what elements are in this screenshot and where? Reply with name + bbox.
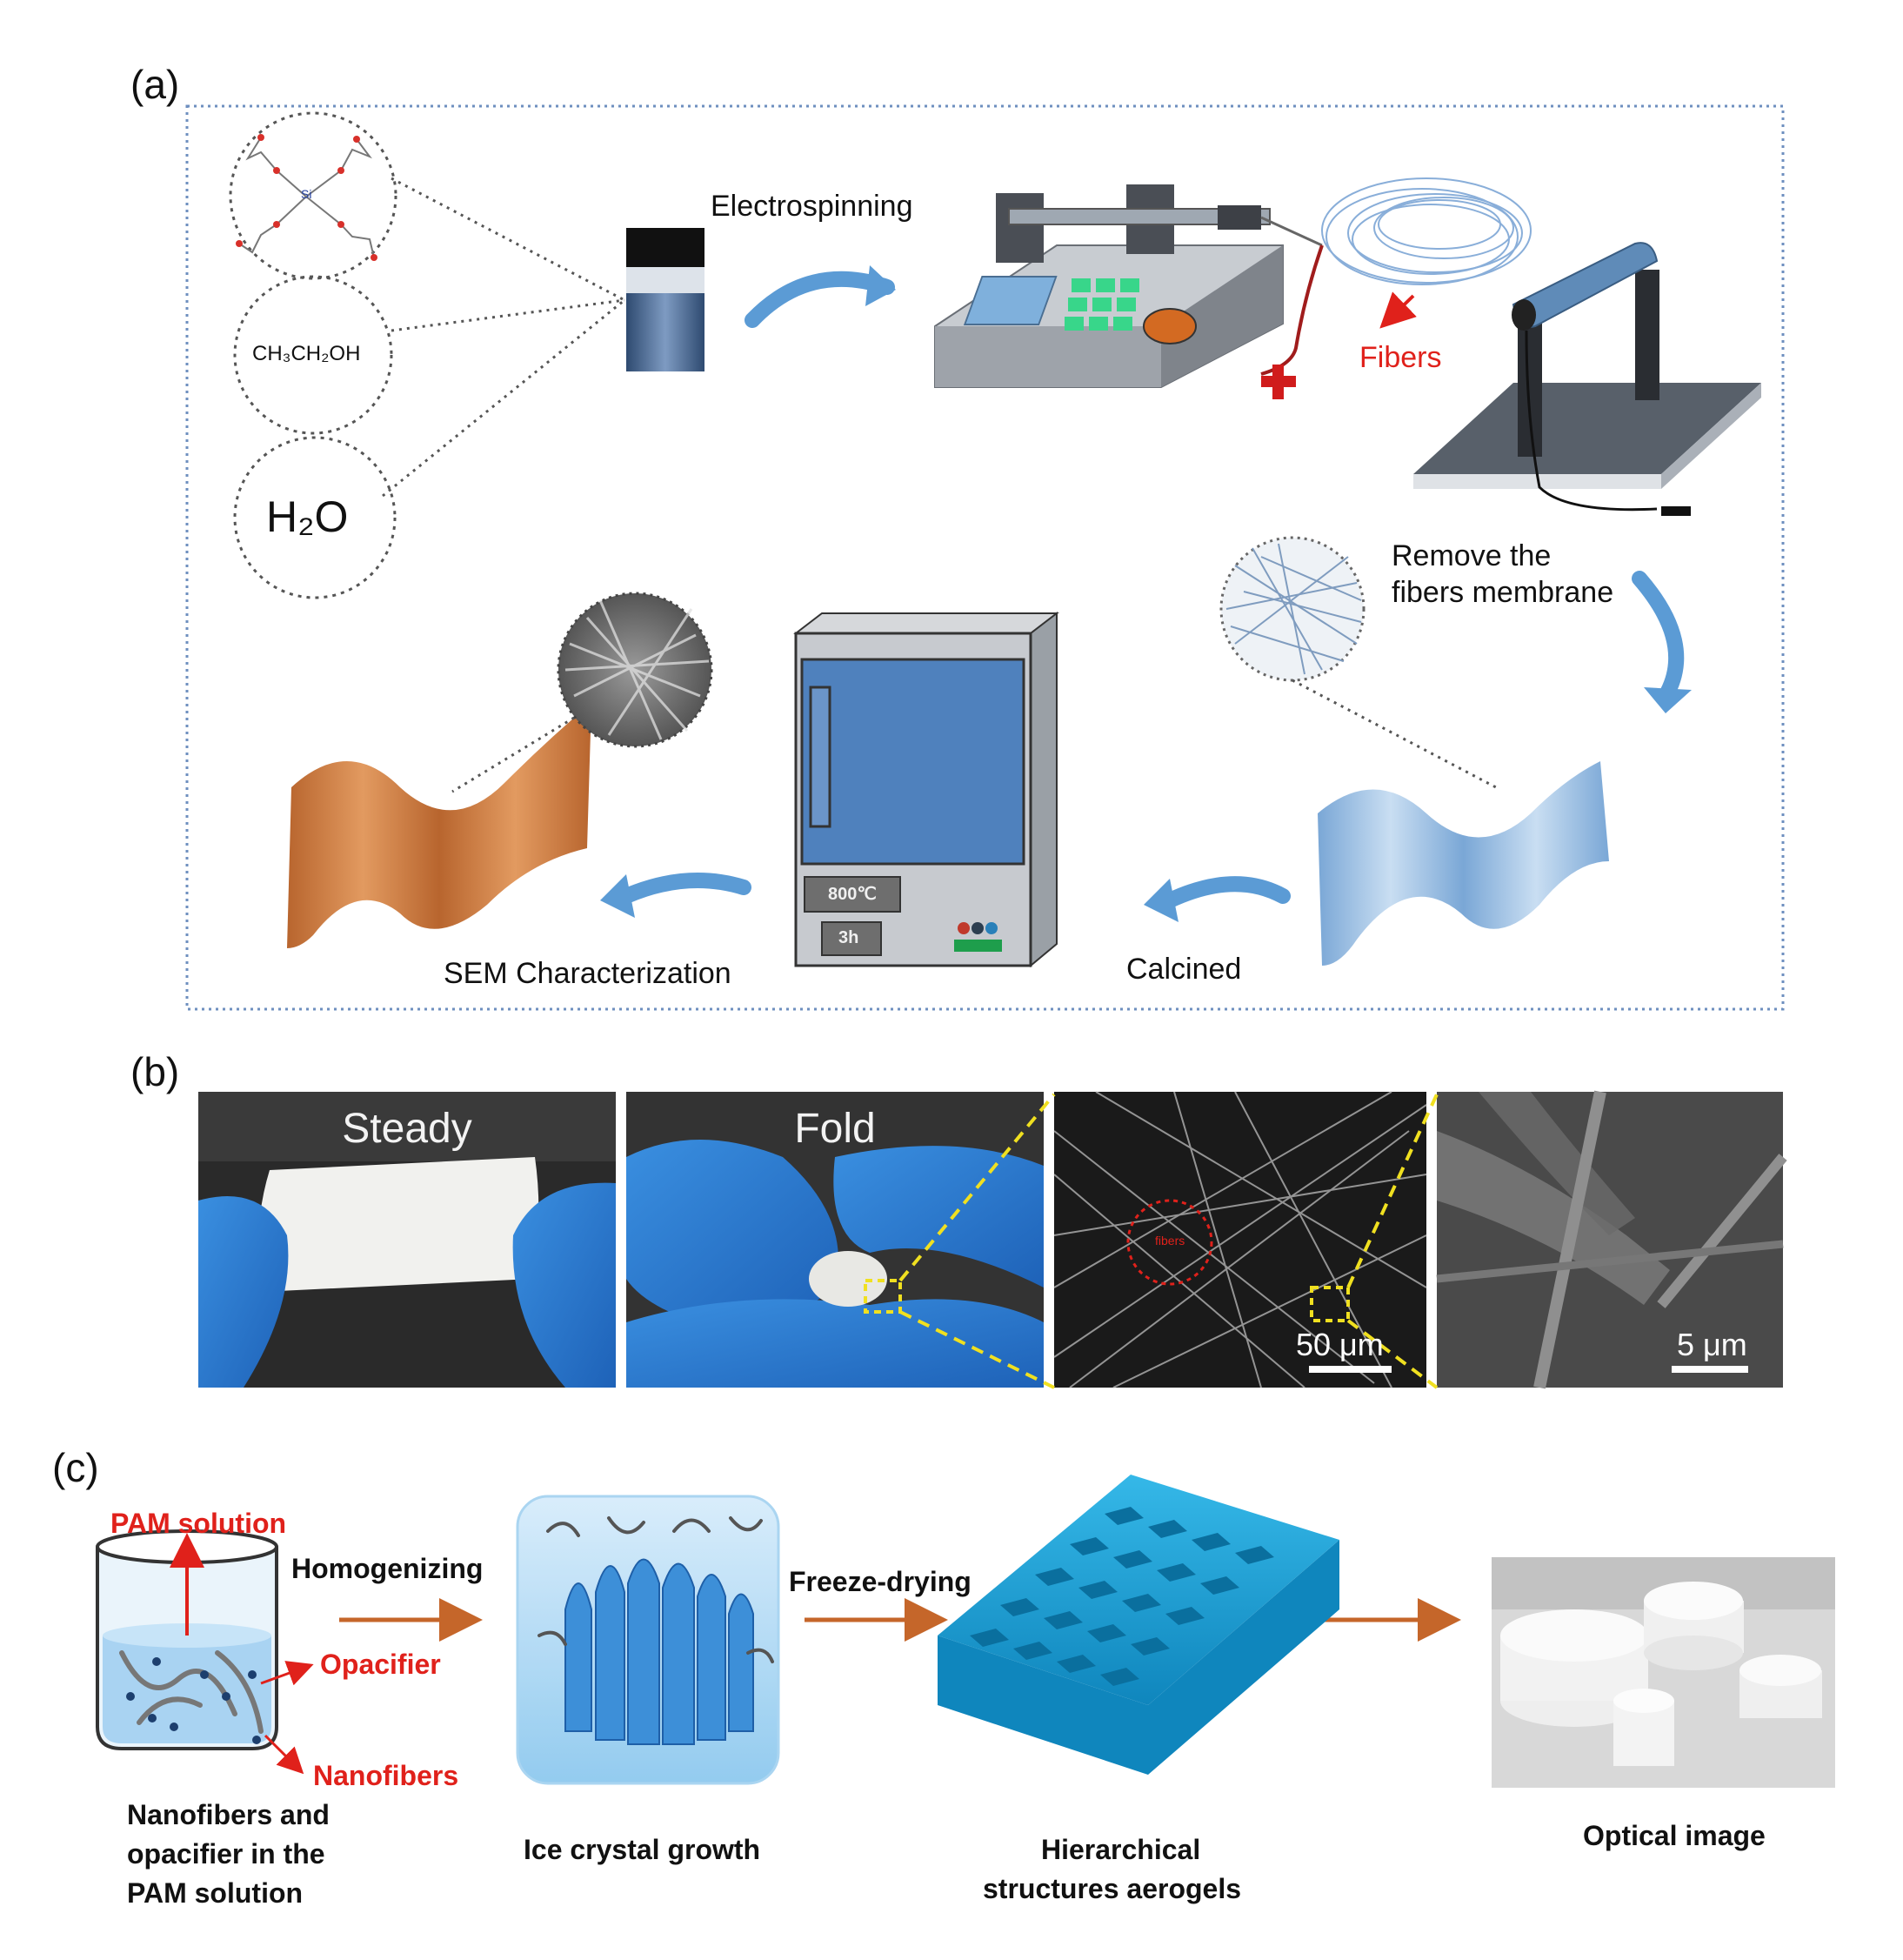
- panel-b-label: (b): [130, 1049, 180, 1094]
- fiber-jet: [1321, 177, 1532, 285]
- solution-vial: [626, 228, 704, 371]
- photo-steady-title: Steady: [342, 1106, 472, 1152]
- negative-wire: [1525, 330, 1658, 512]
- sem-characterization-label: SEM Characterization: [444, 957, 731, 990]
- muffle-furnace: [793, 611, 1059, 968]
- silicon-label: Si: [301, 187, 312, 201]
- photo-fold-title: Fold: [794, 1106, 876, 1152]
- panel-a-label: (a): [130, 62, 180, 107]
- molecule-circle: [229, 111, 397, 599]
- arrow-sem: [618, 873, 751, 904]
- orange-membrane: [287, 703, 591, 948]
- aerogel-caption-line2: structures aerogels: [983, 1873, 1242, 1904]
- photo-steady: [198, 1092, 616, 1388]
- silicon-acetate-molecule: [238, 137, 375, 258]
- scale-bar-50um: [1309, 1366, 1392, 1373]
- photo-fold: [626, 1092, 1044, 1388]
- syringe-pump: [934, 184, 1323, 388]
- minus-sign: [1661, 506, 1691, 516]
- sem-circle-note: fibers: [1155, 1234, 1185, 1248]
- arrow-to-membrane: [1632, 571, 1685, 704]
- optical-image-caption: Optical image: [1583, 1820, 1766, 1851]
- drum-collector: [1413, 242, 1761, 489]
- nanofibers-label: Nanofibers: [313, 1760, 459, 1791]
- beaker-caption-line1: Nanofibers and: [127, 1799, 330, 1830]
- blue-membrane: [1318, 761, 1609, 966]
- fibers-label: Fibers: [1359, 341, 1442, 374]
- scale-label-50um: 50 μm: [1296, 1327, 1384, 1362]
- fibers-pointer: [1379, 291, 1417, 329]
- sem-image-50um: [1053, 1091, 1427, 1388]
- furnace-temp-display: 800℃: [828, 885, 877, 904]
- scale-label-5um: 5 μm: [1677, 1327, 1747, 1362]
- fiber-membrane-sem-circle: [1219, 536, 1365, 682]
- panel-c-label: (c): [52, 1445, 99, 1490]
- scale-bar-5um: [1672, 1366, 1748, 1373]
- pam-solution-label: PAM solution: [110, 1508, 287, 1539]
- panel-a-frame: [185, 104, 1785, 1011]
- remove-label-line2: fibers membrane: [1392, 576, 1614, 609]
- optical-image-photo: [1492, 1557, 1835, 1788]
- calcined-label: Calcined: [1126, 953, 1242, 986]
- oxygen-atoms: [236, 134, 377, 261]
- opacifier-label: Opacifier: [320, 1649, 441, 1680]
- ice-crystal-caption: Ice crystal growth: [524, 1834, 761, 1865]
- beaker-caption-line2: opacifier in the: [127, 1838, 325, 1870]
- honeycomb-aerogel: [938, 1475, 1339, 1775]
- ice-cube: [516, 1495, 780, 1785]
- beaker-caption-line3: PAM solution: [127, 1877, 304, 1909]
- ethanol-label: CH₃CH₂OH: [252, 342, 361, 365]
- connector-lines: [382, 177, 625, 498]
- sem-image-5um: [1436, 1090, 1787, 1389]
- homogenizing-label: Homogenizing: [291, 1553, 484, 1584]
- furnace-time-display: 3h: [838, 928, 859, 947]
- beaker: [96, 1529, 278, 1750]
- remove-label-line1: Remove the: [1392, 539, 1552, 572]
- aerogel-caption-line1: Hierarchical: [1041, 1834, 1201, 1865]
- electrospinning-label: Electrospinning: [711, 190, 913, 223]
- sem-fiber-circle: [557, 592, 713, 748]
- water-label: H₂O: [266, 492, 349, 541]
- arrow-calcined: [1162, 876, 1291, 908]
- zoom-lines: [898, 1093, 1439, 1389]
- plus-sign: [1261, 365, 1296, 399]
- freeze-drying-label: Freeze-drying: [789, 1566, 972, 1597]
